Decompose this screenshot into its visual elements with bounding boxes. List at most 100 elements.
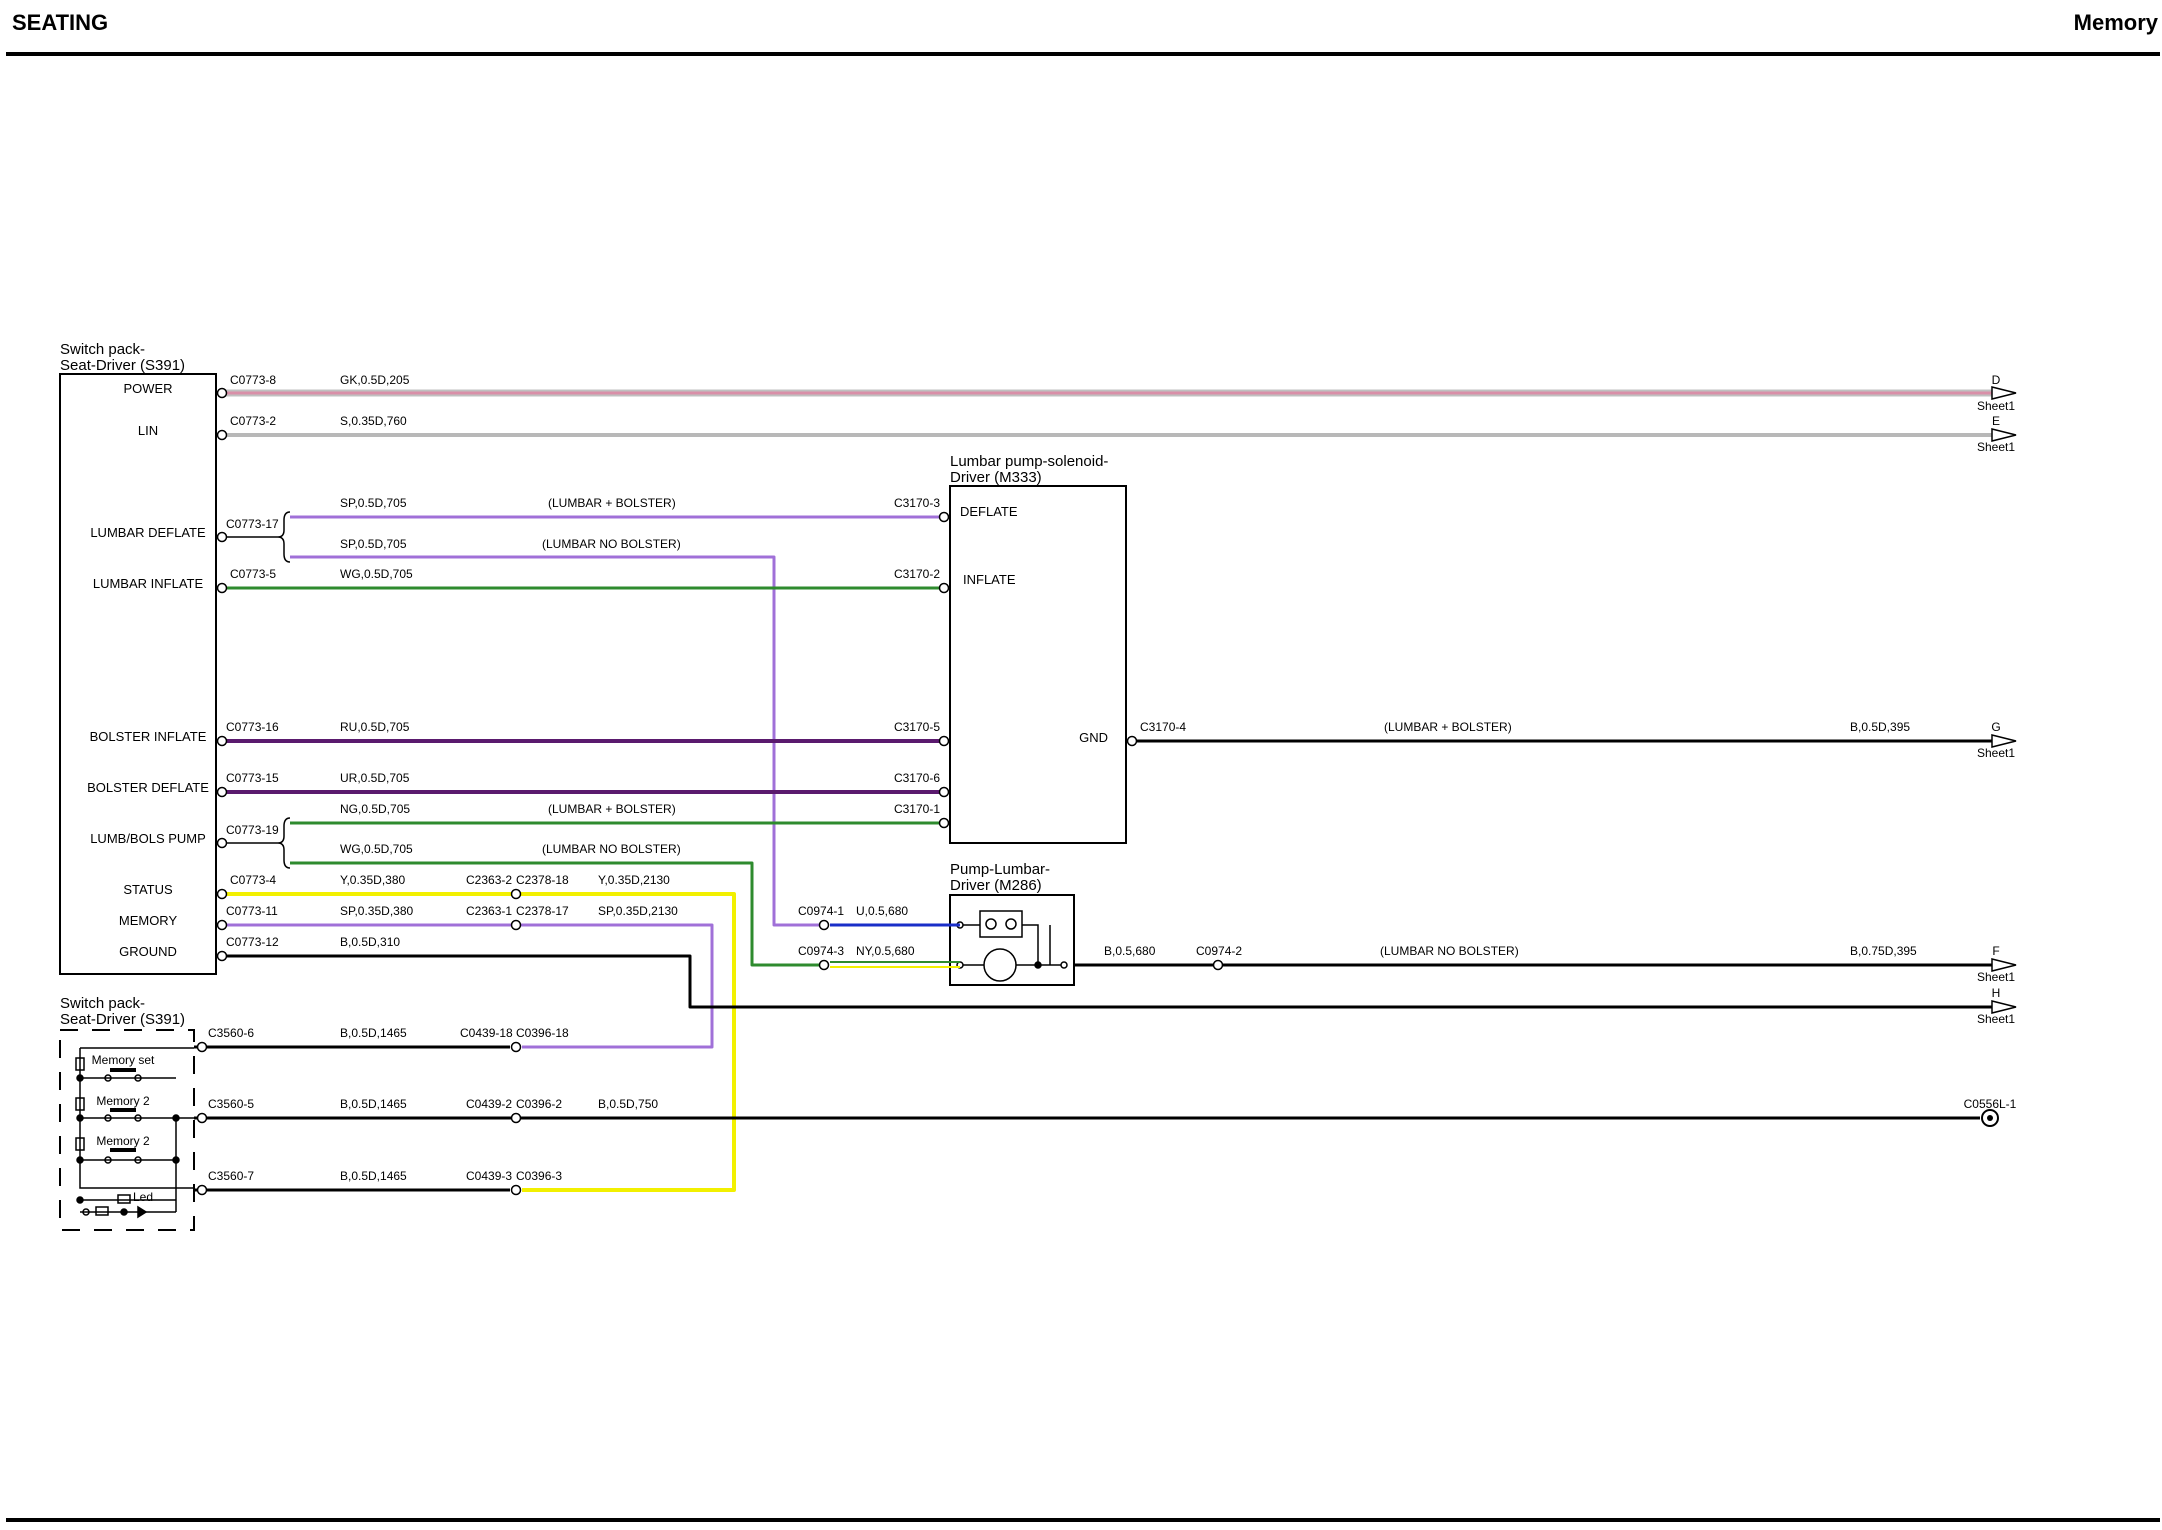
wire-pump-b[interactable] <box>290 861 822 967</box>
pin-status: STATUS <box>123 882 173 897</box>
lbl-lin-dest: E <box>1992 414 2000 428</box>
lbl-status-spec2: Y,0.35D,2130 <box>598 873 670 887</box>
lbl-c35606-mid1: C0439-18 <box>460 1026 513 1040</box>
lbl-pumpb-spec: WG,0.5D,705 <box>340 842 413 856</box>
lbl-memory-spec: SP,0.35D,380 <box>340 904 413 918</box>
lbl-bdef-conn: C0773-15 <box>226 771 279 785</box>
pin-ground: GROUND <box>119 944 177 959</box>
pin-gnd: GND <box>1079 730 1108 745</box>
pin-power: POWER <box>123 381 172 396</box>
split-braces <box>222 511 291 869</box>
wire-status[interactable] <box>222 892 736 1192</box>
sw-memory-2b: Memory 2 <box>96 1134 150 1148</box>
lbl-ground-spec: B,0.5D,310 <box>340 935 400 949</box>
lbl-m286out-spec: B,0.5,680 <box>1104 944 1156 958</box>
solenoid-box[interactable] <box>949 485 1127 844</box>
lbl-gnd-spec: B,0.5D,395 <box>1850 720 1910 734</box>
header-rule <box>6 52 2160 56</box>
lbl-c35605-spec2: B,0.5D,750 <box>598 1097 658 1111</box>
lbl-power-conn: C0773-8 <box>230 373 276 387</box>
lbl-memory-mid1: C2363-1 <box>466 904 512 918</box>
lbl-c35605-mid2: C0396-2 <box>516 1097 562 1111</box>
lbl-status-spec: Y,0.35D,380 <box>340 873 405 887</box>
lbl-c35605-spec: B,0.5D,1465 <box>340 1097 407 1111</box>
lbl-gnd-note: (LUMBAR + BOLSTER) <box>1384 720 1512 734</box>
pin-deflate: DEFLATE <box>960 504 1018 519</box>
solenoid-title-2: Driver (M333) <box>950 469 1042 486</box>
switch-pack2-title-1: Switch pack- <box>60 995 145 1012</box>
wire-ground[interactable] <box>222 954 1992 1009</box>
switch-pack2-box[interactable] <box>59 1029 195 1231</box>
pin-lumb-bols-pump: LUMB/BOLS PUMP <box>90 831 206 846</box>
lbl-ldef-split: C0773-17 <box>226 517 279 531</box>
lbl-m286out-dest: F <box>1992 944 1999 958</box>
lbl-m286out-sheet: Sheet1 <box>1977 970 2015 984</box>
lbl-gnd-dest: G <box>1991 720 2000 734</box>
lbl-lin-sheet: Sheet1 <box>1977 440 2015 454</box>
lbl-c35605-end: C0556L-1 <box>1964 1097 2017 1111</box>
lbl-binf-conn: C0773-16 <box>226 720 279 734</box>
switch-pack2-title-2: Seat-Driver (S391) <box>60 1011 185 1028</box>
sw-memory-2a: Memory 2 <box>96 1094 150 1108</box>
lbl-m286-1-conn: C0974-1 <box>798 904 844 918</box>
pin-lumbar-deflate: LUMBAR DEFLATE <box>90 525 206 540</box>
lbl-m286out-note: (LUMBAR NO BOLSTER) <box>1380 944 1519 958</box>
lbl-m286-3-conn: C0974-3 <box>798 944 844 958</box>
switch-pack2-internals <box>75 1047 194 1219</box>
pin-lin: LIN <box>138 423 158 438</box>
lbl-gnd-sheet: Sheet1 <box>1977 746 2015 760</box>
lbl-status-conn: C0773-4 <box>230 873 276 887</box>
pin-bolster-deflate: BOLSTER DEFLATE <box>87 780 209 795</box>
lbl-ground-conn: C0773-12 <box>226 935 279 949</box>
sw-memory-set: Memory set <box>92 1053 155 1067</box>
lbl-ldefb-spec: SP,0.5D,705 <box>340 537 407 551</box>
lbl-ground-dest: H <box>1992 986 2001 1000</box>
lbl-m286out-spec2: B,0.75D,395 <box>1850 944 1917 958</box>
lbl-status-mid2: C2378-18 <box>516 873 569 887</box>
lbl-ldefb-note: (LUMBAR NO BOLSTER) <box>542 537 681 551</box>
lbl-pumpa-note: (LUMBAR + BOLSTER) <box>548 802 676 816</box>
page-title: SEATING <box>12 10 109 35</box>
lbl-status-mid1: C2363-2 <box>466 873 512 887</box>
lbl-ldefa-spec: SP,0.5D,705 <box>340 496 407 510</box>
lbl-binf-spec: RU,0.5D,705 <box>340 720 410 734</box>
lbl-c35606-mid2: C0396-18 <box>516 1026 569 1040</box>
terminals <box>196 387 1999 1196</box>
lbl-gnd-conn: C3170-4 <box>1140 720 1186 734</box>
lbl-pumpb-note: (LUMBAR NO BOLSTER) <box>542 842 681 856</box>
lbl-power-sheet: Sheet1 <box>1977 399 2015 413</box>
lbl-c35607-spec: B,0.5D,1465 <box>340 1169 407 1183</box>
lbl-m286-1-spec: U,0.5,680 <box>856 904 908 918</box>
lbl-lin-conn: C0773-2 <box>230 414 276 428</box>
lbl-linf-end: C3170-2 <box>894 567 940 581</box>
lbl-pumpa-spec: NG,0.5D,705 <box>340 802 410 816</box>
lbl-c35605-conn: C3560-5 <box>208 1097 254 1111</box>
lbl-bdef-end: C3170-6 <box>894 771 940 785</box>
lbl-ldefa-end: C3170-3 <box>894 496 940 510</box>
lbl-linf-spec: WG,0.5D,705 <box>340 567 413 581</box>
page-section: Memory <box>2073 10 2158 35</box>
lbl-c35606-spec: B,0.5D,1465 <box>340 1026 407 1040</box>
lbl-pumpa-end: C3170-1 <box>894 802 940 816</box>
lbl-ldefa-note: (LUMBAR + BOLSTER) <box>548 496 676 510</box>
lbl-memory-spec2: SP,0.35D,2130 <box>598 904 678 918</box>
lbl-c35606-conn: C3560-6 <box>208 1026 254 1040</box>
lbl-lin-spec: S,0.35D,760 <box>340 414 407 428</box>
pump-internals <box>956 910 1068 982</box>
pump-box[interactable] <box>949 894 1075 986</box>
switch-pack-title-2: Seat-Driver (S391) <box>60 357 185 374</box>
solenoid-title-1: Lumbar pump-solenoid- <box>950 453 1108 470</box>
sw-led: Led <box>133 1190 153 1204</box>
lbl-c35607-conn: C3560-7 <box>208 1169 254 1183</box>
switch-pack-title-1: Switch pack- <box>60 341 145 358</box>
lbl-bdef-spec: UR,0.5D,705 <box>340 771 410 785</box>
lbl-power-spec: GK,0.5D,205 <box>340 373 410 387</box>
pump-title-1: Pump-Lumbar- <box>950 861 1050 878</box>
sheet-arrows <box>1991 386 2017 1014</box>
lbl-c35607-mid1: C0439-3 <box>466 1169 512 1183</box>
pin-inflate: INFLATE <box>963 572 1016 587</box>
lbl-memory-conn: C0773-11 <box>226 904 278 918</box>
switch-pack-box[interactable] <box>59 373 217 975</box>
wire-memory[interactable] <box>222 923 714 1049</box>
